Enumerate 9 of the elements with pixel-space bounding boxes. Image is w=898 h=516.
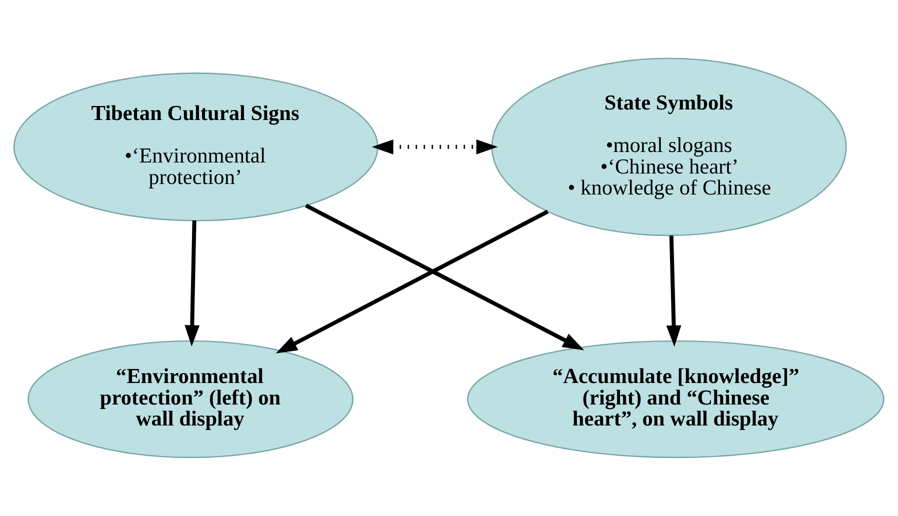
arrow (305, 204, 584, 350)
node-ellipse: “Environmental protection” (left) on wall display (28, 340, 354, 458)
arrow (184, 220, 200, 347)
node-ellipse: State Symbols •moral slogans •‘Chinese heart’ • knowledge of Chinese (491, 58, 847, 236)
arrow (276, 210, 549, 354)
node-ellipse: “Accumulate [knowledge]” (right) and “Chinese heart”, on wall display (467, 340, 884, 458)
arrow (666, 236, 682, 347)
node-ellipse: Tibetan Cultural Signs •‘Environmental protection’ (13, 72, 378, 222)
arrow (372, 139, 498, 154)
